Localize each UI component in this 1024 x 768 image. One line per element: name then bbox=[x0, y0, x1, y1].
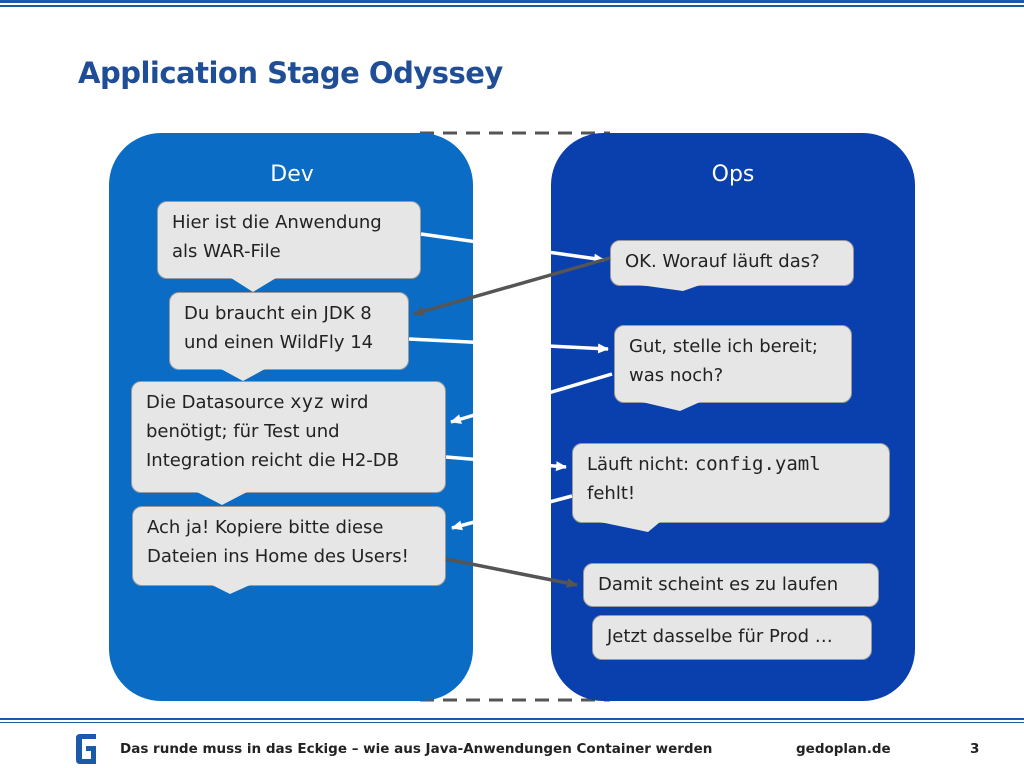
message-ops-3-code: config.yaml bbox=[694, 453, 821, 475]
message-dev-3-line2: benötigt; für Test und bbox=[146, 421, 340, 442]
message-dev-3-text-b: wird bbox=[324, 392, 369, 413]
message-ops-2-line1: Gut, stelle ich bereit; bbox=[629, 336, 818, 357]
message-dev-3-code: xyz bbox=[290, 391, 325, 413]
message-dev-3-line3: Integration reicht die H2-DB bbox=[146, 450, 399, 471]
message-dev-1-line2: als WAR-File bbox=[172, 241, 281, 262]
message-ops-3-line2: fehlt! bbox=[587, 483, 636, 504]
message-ops-3: Läuft nicht: config.yaml fehlt! bbox=[572, 443, 890, 523]
message-dev-2-line2: und einen WildFly 14 bbox=[184, 332, 374, 353]
message-ops-4-line1: Damit scheint es zu laufen bbox=[598, 574, 839, 595]
message-ops-5-line1: Jetzt dasselbe für Prod … bbox=[607, 626, 833, 647]
message-ops-3-line1: Läuft nicht: config.yaml bbox=[587, 450, 875, 479]
footer-presentation-title: Das runde muss in das Eckige – wie aus J… bbox=[120, 741, 713, 757]
message-ops-4: Damit scheint es zu laufen bbox=[583, 563, 879, 607]
footer-website: gedoplan.de bbox=[796, 741, 891, 757]
message-ops-2: Gut, stelle ich bereit; was noch? bbox=[614, 325, 852, 403]
message-dev-4: Ach ja! Kopiere bitte diese Dateien ins … bbox=[132, 506, 446, 586]
message-dev-1: Hier ist die Anwendung als WAR-File bbox=[157, 201, 421, 279]
message-dev-2: Du braucht ein JDK 8 und einen WildFly 1… bbox=[169, 292, 409, 370]
footer-rule-thin bbox=[0, 722, 1024, 723]
message-ops-5: Jetzt dasselbe für Prod … bbox=[592, 615, 872, 660]
ops-column-title: Ops bbox=[711, 162, 755, 187]
slide-title: Application Stage Odyssey bbox=[78, 56, 503, 90]
message-dev-1-line1: Hier ist die Anwendung bbox=[172, 212, 382, 233]
message-ops-1-line1: OK. Worauf läuft das? bbox=[625, 251, 820, 272]
message-dev-2-line1: Du braucht ein JDK 8 bbox=[184, 303, 372, 324]
top-rule-thin bbox=[0, 5, 1024, 7]
page-number: 3 bbox=[970, 741, 980, 757]
message-dev-3: Die Datasource xyz wird benötigt; für Te… bbox=[131, 381, 446, 493]
message-dev-4-line1: Ach ja! Kopiere bitte diese bbox=[147, 517, 384, 538]
message-dev-4-line2: Dateien ins Home des Users! bbox=[147, 546, 409, 567]
top-rule bbox=[0, 0, 1024, 3]
message-ops-1: OK. Worauf läuft das? bbox=[610, 240, 854, 286]
dev-column-title: Dev bbox=[270, 162, 314, 187]
footer-rule bbox=[0, 718, 1024, 720]
message-ops-3-text: Läuft nicht: bbox=[587, 454, 695, 475]
message-dev-3-text-a: Die Datasource bbox=[146, 392, 291, 413]
gedoplan-logo-icon bbox=[76, 734, 96, 764]
message-dev-3-line1: Die Datasource xyz wird bbox=[146, 388, 431, 417]
message-ops-2-line2: was noch? bbox=[629, 365, 724, 386]
